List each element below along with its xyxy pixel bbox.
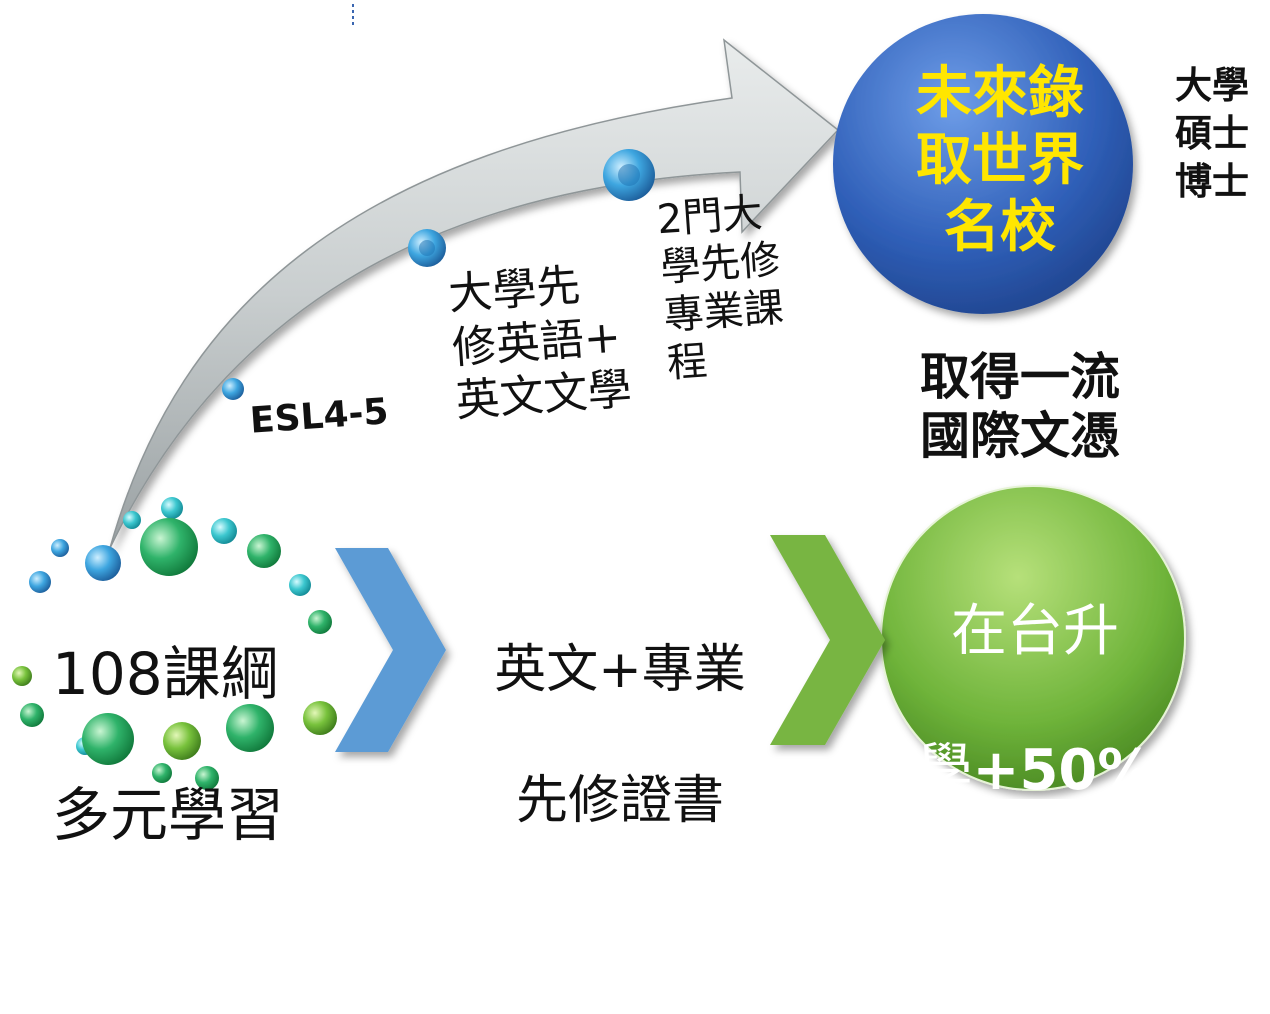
goal-green-line-2a: 學 xyxy=(916,738,973,804)
start-line-1: 108課綱 xyxy=(52,639,279,708)
milestone-dot-1 xyxy=(222,378,244,400)
goal-blue-label: 未來錄 取世界 名校 xyxy=(916,61,1084,261)
degrees-label: 大學 碩士 博士 xyxy=(1175,64,1249,204)
goal-green-line-1: 在台升 xyxy=(951,599,1119,665)
start-line-2: 多元學習 xyxy=(52,781,285,850)
growth-arrow xyxy=(109,38,840,549)
goal-green-line-3: 加分 xyxy=(979,877,1091,943)
goal-green-label: 在台升 學+50% 加分 xyxy=(915,528,1155,1014)
milestone-label-3: 2門大 學先修 專業課 程 xyxy=(655,190,786,387)
credential-label: 取得一流 國際文憑 xyxy=(920,348,1120,465)
milestone-label-2: 大學先 修英語+ 英文文學 xyxy=(446,260,634,428)
middle-label: 英文+專業 先修證書 xyxy=(470,572,770,900)
middle-line-1: 英文+專業 xyxy=(494,639,746,700)
diagram-canvas xyxy=(12,14,1186,791)
goal-circle-blue xyxy=(833,14,1133,314)
goal-green-line-2: 學+50% xyxy=(915,736,1155,805)
bubble-cluster xyxy=(12,497,337,790)
chevron-arrow-green xyxy=(770,535,885,745)
dashed-marker xyxy=(352,4,354,26)
goal-green-percent: +50% xyxy=(972,738,1154,804)
chevron-arrow-blue xyxy=(335,548,446,752)
middle-line-2: 先修證書 xyxy=(515,770,724,831)
start-label: 108課綱 多元學習 xyxy=(52,568,284,922)
